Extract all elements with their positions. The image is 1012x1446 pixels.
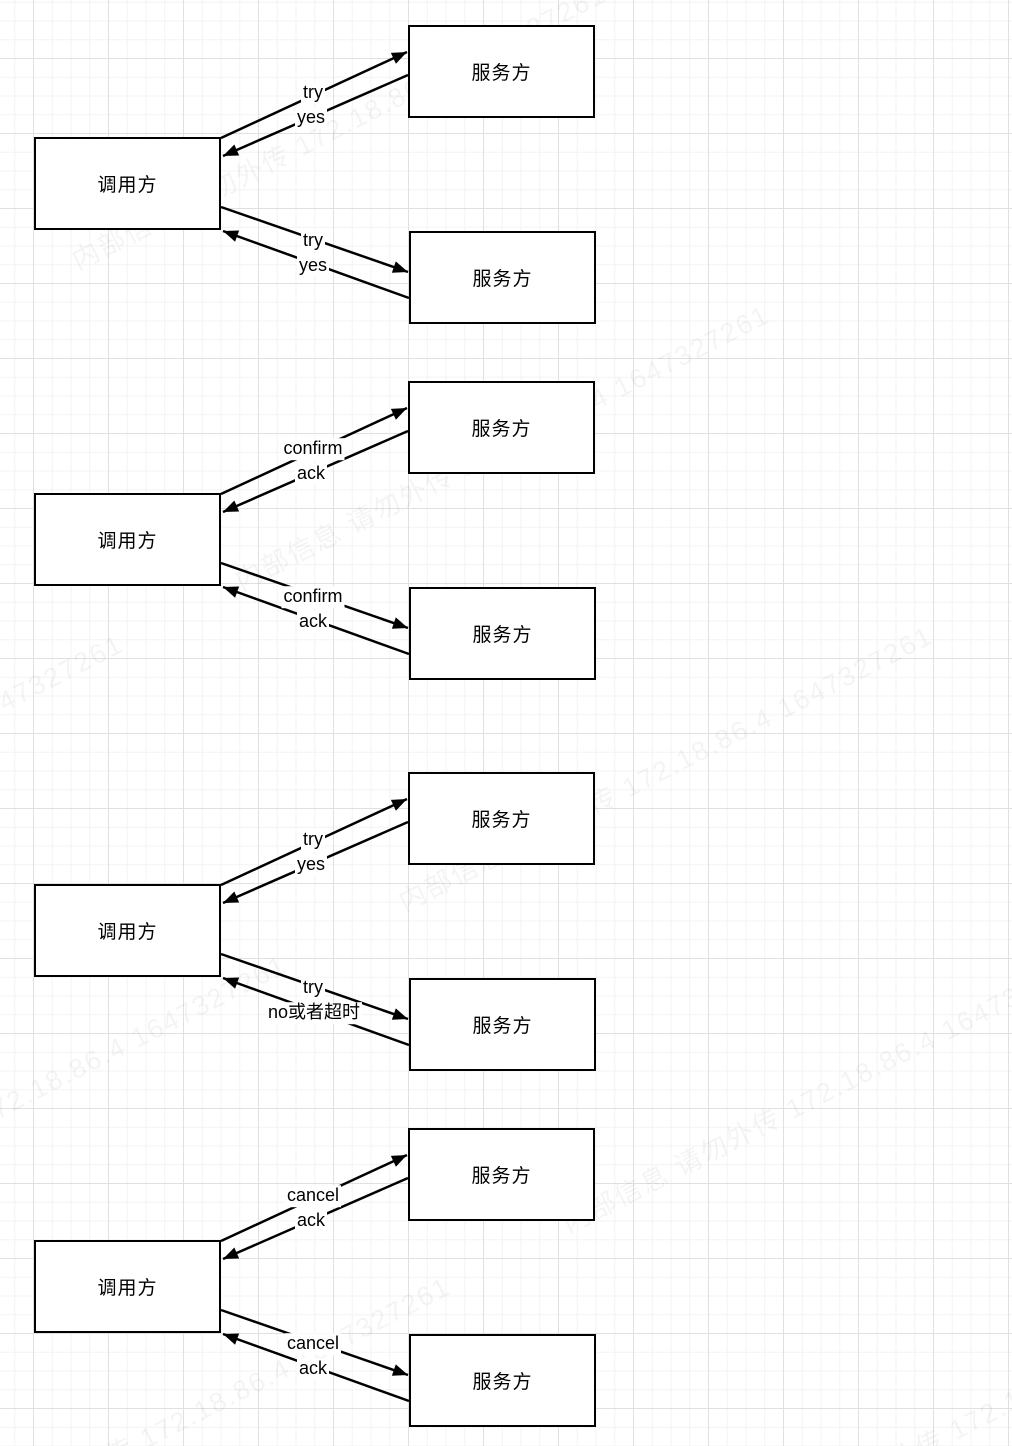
phase2-caller-box: 调用方 xyxy=(34,493,221,586)
phase1-top-request-label: try xyxy=(301,82,325,104)
phase3-bottom-request-label: try xyxy=(301,977,325,999)
phase1-top-response-label: yes xyxy=(294,107,328,129)
phase2-top-response-label: ack xyxy=(294,463,328,485)
phase4-service-box-top: 服务方 xyxy=(408,1128,595,1221)
phase3-service-box-bottom: 服务方 xyxy=(409,978,596,1071)
phase4-caller-box: 调用方 xyxy=(34,1240,221,1333)
phase3-top-request-label: try xyxy=(301,829,325,851)
phase2-top-request-label: confirm xyxy=(281,438,345,460)
phase1-bottom-response-label: yes xyxy=(296,255,330,277)
phase4-service-box-bottom: 服务方 xyxy=(409,1334,596,1427)
phase3-caller-box: 调用方 xyxy=(34,884,221,977)
phase1-service-box-top: 服务方 xyxy=(408,25,595,118)
phase4-top-response-label: ack xyxy=(294,1210,328,1232)
phase2-service-box-top: 服务方 xyxy=(408,381,595,474)
phase1-service-box-bottom: 服务方 xyxy=(409,231,596,324)
phase4-bottom-response-label: ack xyxy=(296,1358,330,1380)
phase3-bottom-response-label: no或者超时 xyxy=(265,1002,363,1024)
phase3-service-box-top: 服务方 xyxy=(408,772,595,865)
phase4-top-request-label: cancel xyxy=(284,1185,342,1207)
phase4-bottom-request-label: cancel xyxy=(284,1333,342,1355)
phase2-service-box-bottom: 服务方 xyxy=(409,587,596,680)
phase3-top-response-label: yes xyxy=(294,854,328,876)
phase1-caller-box: 调用方 xyxy=(34,137,221,230)
phase2-bottom-request-label: confirm xyxy=(281,586,345,608)
phase2-bottom-response-label: ack xyxy=(296,611,330,633)
phase1-bottom-request-label: try xyxy=(301,230,325,252)
